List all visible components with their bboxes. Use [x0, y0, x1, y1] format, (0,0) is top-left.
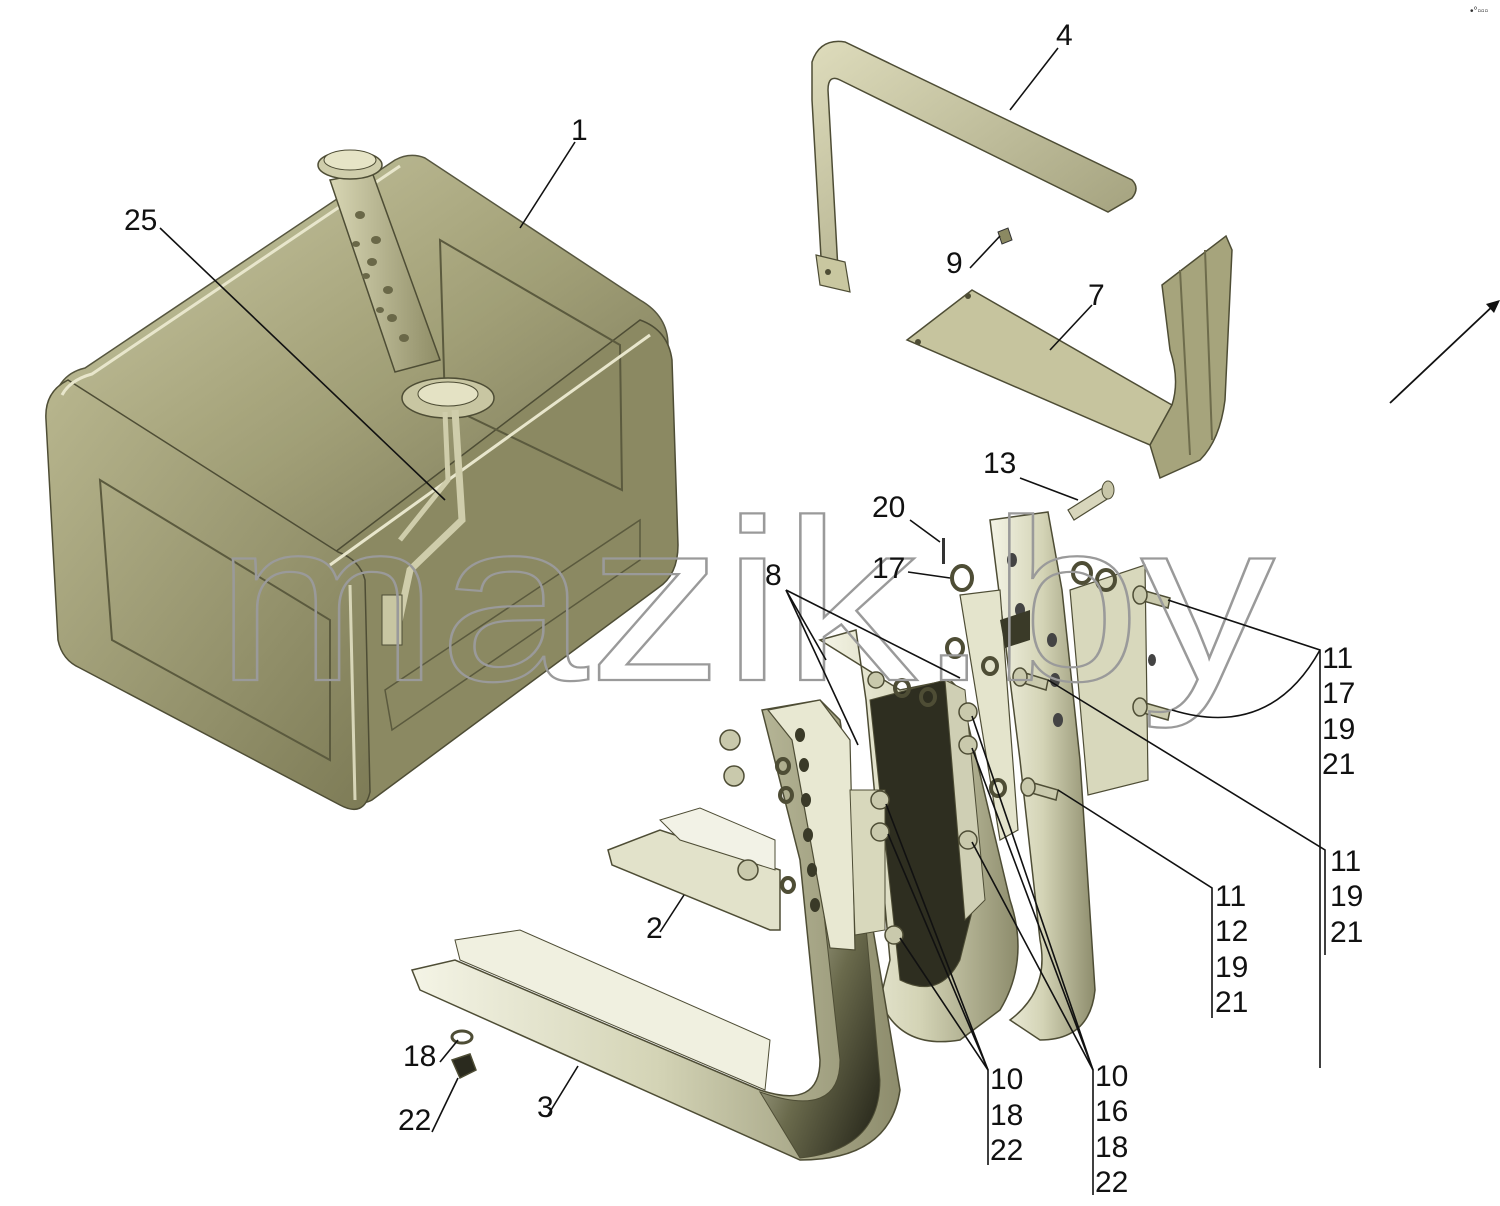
- bracket-3: [410, 699, 901, 1161]
- bracket-2: [607, 807, 781, 931]
- group-11-17-19-21-item: 21: [1322, 748, 1355, 781]
- group-11-12-19-21-item: 11: [1215, 880, 1246, 913]
- group-10-18-22-item: 18: [990, 1099, 1023, 1132]
- label-2: 2: [646, 912, 663, 945]
- label-25: 25: [124, 204, 157, 237]
- group-11-17-19-21-item: 19: [1322, 713, 1355, 746]
- clip-9: [997, 227, 1013, 245]
- group-11-19-21-item: 21: [1330, 916, 1363, 949]
- leader-lines: [159, 47, 1326, 1195]
- corner-mark: •°▫▫▫: [1470, 6, 1488, 17]
- label-1: 1: [571, 114, 588, 147]
- label-7: 7: [1088, 279, 1105, 312]
- group-11-17-19-21-item: 11: [1322, 642, 1353, 675]
- fuel-tank: [45, 149, 679, 811]
- group-11-19-21-item: 19: [1330, 880, 1363, 913]
- group-10-16-18-22-item: 18: [1095, 1131, 1128, 1164]
- tank-strap: [811, 40, 1137, 293]
- cotter-20: [942, 538, 945, 564]
- pin-13: [1067, 480, 1115, 521]
- group-10-16-18-22-item: 10: [1095, 1060, 1128, 1093]
- label-13: 13: [983, 447, 1016, 480]
- group-10-18-22-item: 10: [990, 1063, 1023, 1096]
- label-9: 9: [946, 247, 963, 280]
- group-11-12-19-21-item: 19: [1215, 951, 1248, 984]
- washer-17: [950, 564, 974, 592]
- label-17: 17: [872, 552, 905, 585]
- watermark: mazik.by: [215, 472, 1275, 729]
- label-8: 8: [765, 559, 782, 592]
- group-10-16-18-22-item: 16: [1095, 1095, 1128, 1128]
- fasteners: [450, 585, 1171, 1080]
- strap-liner: [905, 234, 1233, 480]
- group-10-18-22-item: 22: [990, 1134, 1023, 1167]
- label-18: 18: [403, 1040, 436, 1073]
- group-10-16-18-22-item: 22: [1095, 1166, 1128, 1199]
- group-11-19-21-item: 11: [1330, 845, 1361, 878]
- direction-arrow: [1389, 300, 1500, 404]
- right-bracket: [959, 511, 1156, 1041]
- label-20: 20: [872, 491, 905, 524]
- group-11-12-19-21-item: 12: [1215, 915, 1248, 948]
- label-3: 3: [537, 1091, 554, 1124]
- group-11-12-19-21-item: 21: [1215, 986, 1248, 1019]
- group-11-17-19-21-item: 17: [1322, 677, 1355, 710]
- middle-bracket: [818, 629, 1019, 1043]
- label-22: 22: [398, 1104, 431, 1137]
- callout-labels: 1 25 4 9 7 13 20 17 8 2 3 18 22 11 17 19…: [124, 19, 1363, 1199]
- label-4: 4: [1056, 19, 1073, 52]
